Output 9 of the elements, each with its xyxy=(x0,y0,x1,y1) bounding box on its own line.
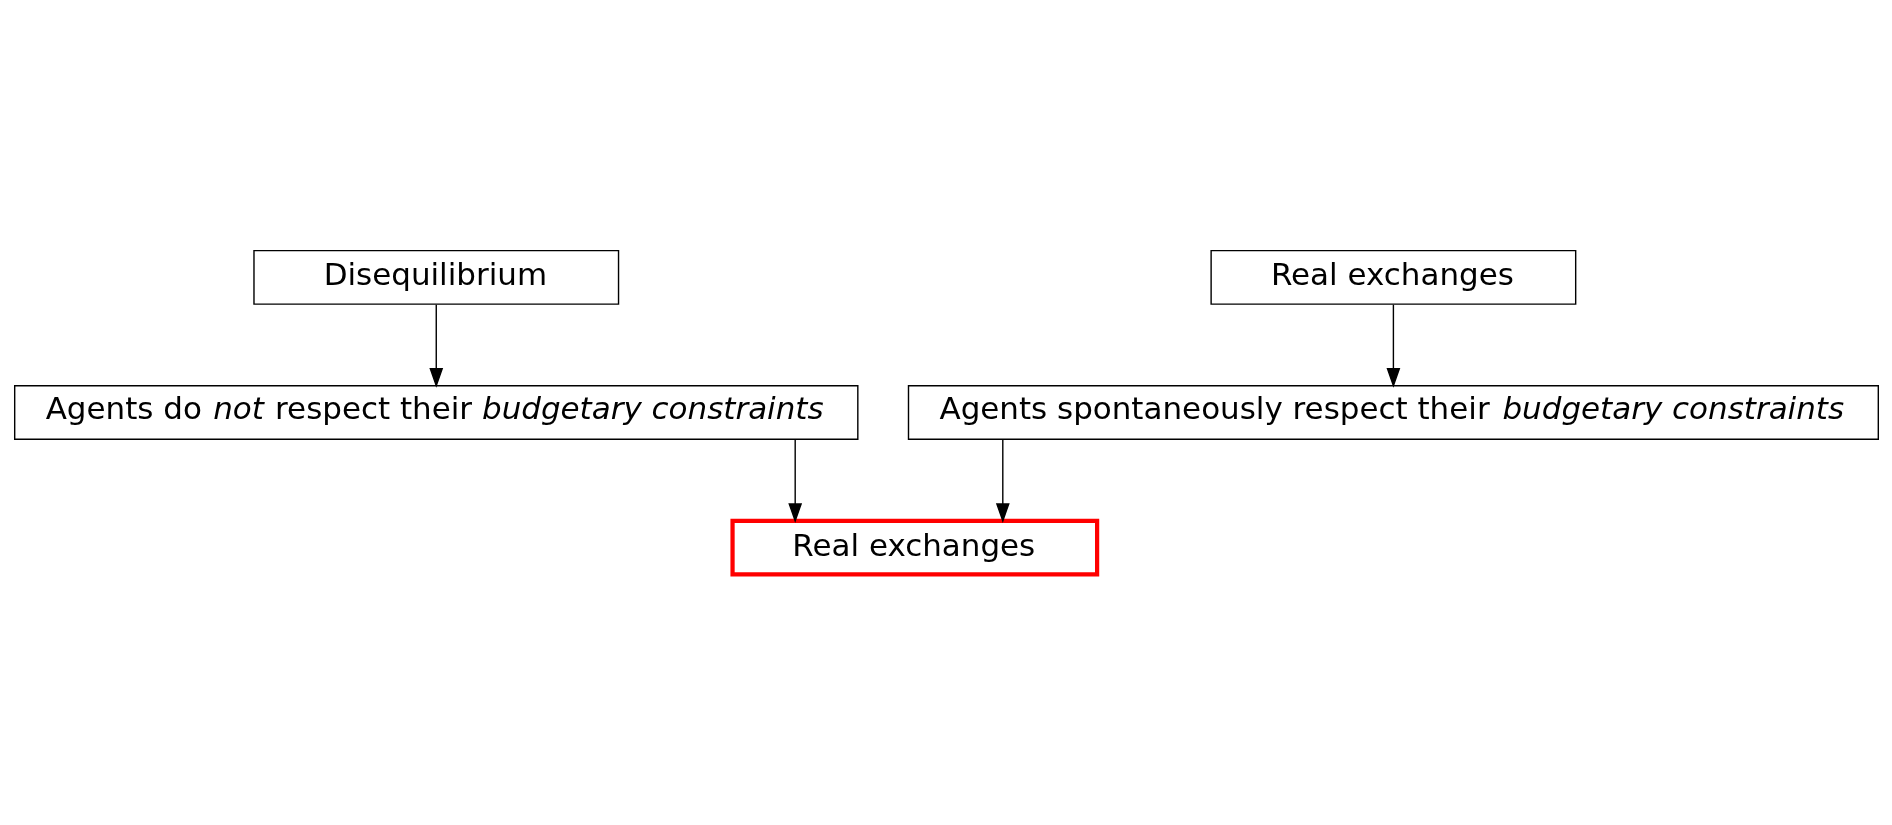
arrow xyxy=(995,439,1010,523)
arrow xyxy=(428,304,443,388)
arrow xyxy=(1386,304,1400,388)
node-box: Agents do not respect their budgetary constraints xyxy=(13,385,859,440)
arrow xyxy=(787,439,802,523)
node-box: Real exchanges xyxy=(729,518,1099,577)
node-box: Real exchanges xyxy=(1209,249,1576,305)
node-box: Disequilibrium xyxy=(252,249,619,305)
node-box: Agents spontaneously respect their budgetary constraints xyxy=(907,385,1879,440)
